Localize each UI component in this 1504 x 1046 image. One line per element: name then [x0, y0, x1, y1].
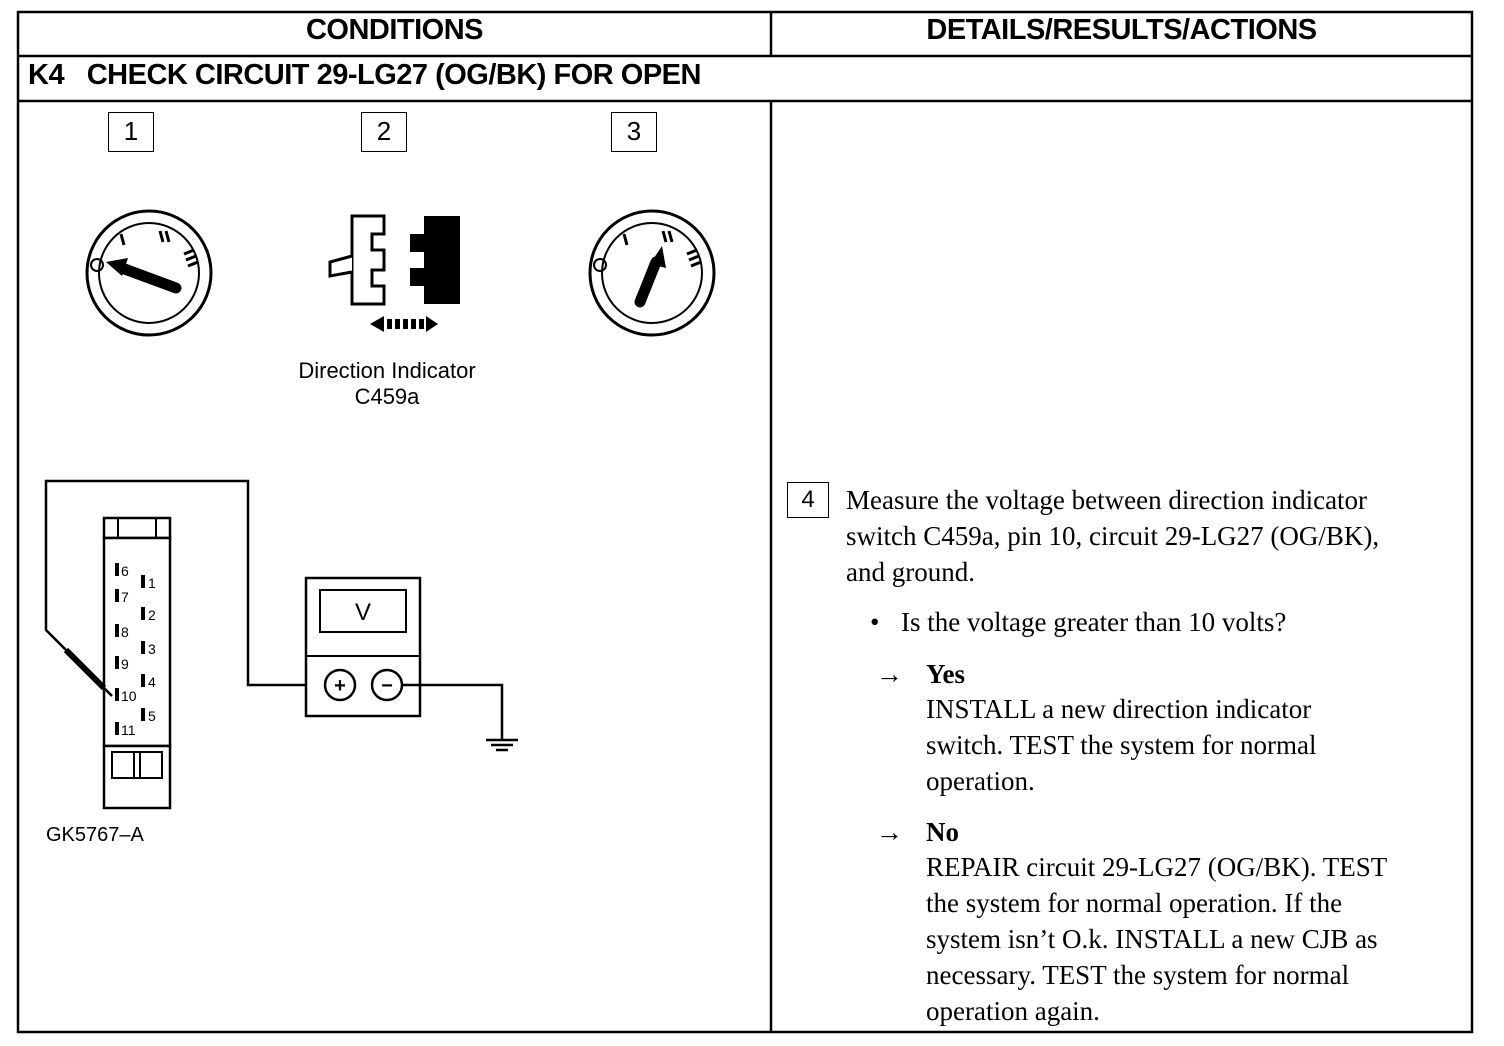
no-action-line-1: REPAIR circuit 29-LG27 (OG/BK). TEST	[926, 852, 1388, 882]
step-title: K4 CHECK CIRCUIT 29-LG27 (OG/BK) FOR OPE…	[28, 59, 701, 91]
no-action-line-2: the system for normal operation. If the	[926, 888, 1343, 918]
figure-id: GK5767–A	[46, 824, 144, 846]
no-action-line-5: operation again.	[926, 996, 1100, 1026]
connector-caption-line2: C459a	[354, 384, 420, 409]
conditions-header: CONDITIONS	[305, 14, 484, 46]
step-number-1: 1	[108, 112, 154, 152]
no-arrow-icon: →	[876, 817, 903, 847]
pin-label-6: 6	[121, 563, 129, 579]
instruction-line-2: switch C459a, pin 10, circuit 29-LG27 (O…	[846, 521, 1380, 551]
step-number-2: 2	[361, 112, 407, 152]
meter-display-label: V	[355, 599, 371, 626]
yes-action-line-1: INSTALL a new direction indicator	[926, 694, 1312, 724]
step-number-3: 3	[611, 112, 657, 152]
yes-action-line-2: switch. TEST the system for normal	[926, 730, 1317, 760]
pin-label-3: 3	[148, 641, 156, 657]
no-action-line-4: necessary. TEST the system for normal	[926, 960, 1350, 990]
bullet-marker: •	[870, 607, 880, 637]
connector-caption: Direction Indicator C459a	[262, 358, 512, 410]
connector-caption-line1: Direction Indicator	[298, 358, 476, 383]
details-header: DETAILS/RESULTS/ACTIONS	[926, 14, 1317, 46]
pin-label-7: 7	[121, 589, 129, 605]
yes-action-line-3: operation.	[926, 766, 1035, 796]
pin-label-11: 11	[121, 722, 136, 738]
pin-label-1: 1	[148, 575, 156, 591]
instruction-text: Measure the voltage between direction in…	[846, 482, 1466, 590]
meter-plus-label: +	[334, 675, 346, 697]
step-number-4: 4	[787, 482, 829, 518]
question-text: Is the voltage greater than 10 volts?	[901, 607, 1287, 637]
no-action-line-3: system isn’t O.k. INSTALL a new CJB as	[926, 924, 1378, 954]
yes-label: Yes	[926, 659, 965, 689]
pin-label-2: 2	[148, 607, 156, 623]
yes-arrow-icon: →	[876, 659, 903, 689]
instruction-line-3: and ground.	[846, 557, 975, 587]
pin-label-4: 4	[148, 674, 156, 690]
instruction-line-1: Measure the voltage between direction in…	[846, 485, 1368, 515]
pin-label-5: 5	[148, 708, 156, 724]
pin-label-10: 10	[121, 688, 137, 704]
yes-action: INSTALL a new direction indicator switch…	[926, 691, 1466, 799]
pin-label-9: 9	[121, 656, 129, 672]
meter-minus-label: −	[381, 675, 393, 697]
no-label: No	[926, 817, 959, 847]
pin-label-8: 8	[121, 624, 129, 640]
no-action: REPAIR circuit 29-LG27 (OG/BK). TEST the…	[926, 849, 1466, 1029]
